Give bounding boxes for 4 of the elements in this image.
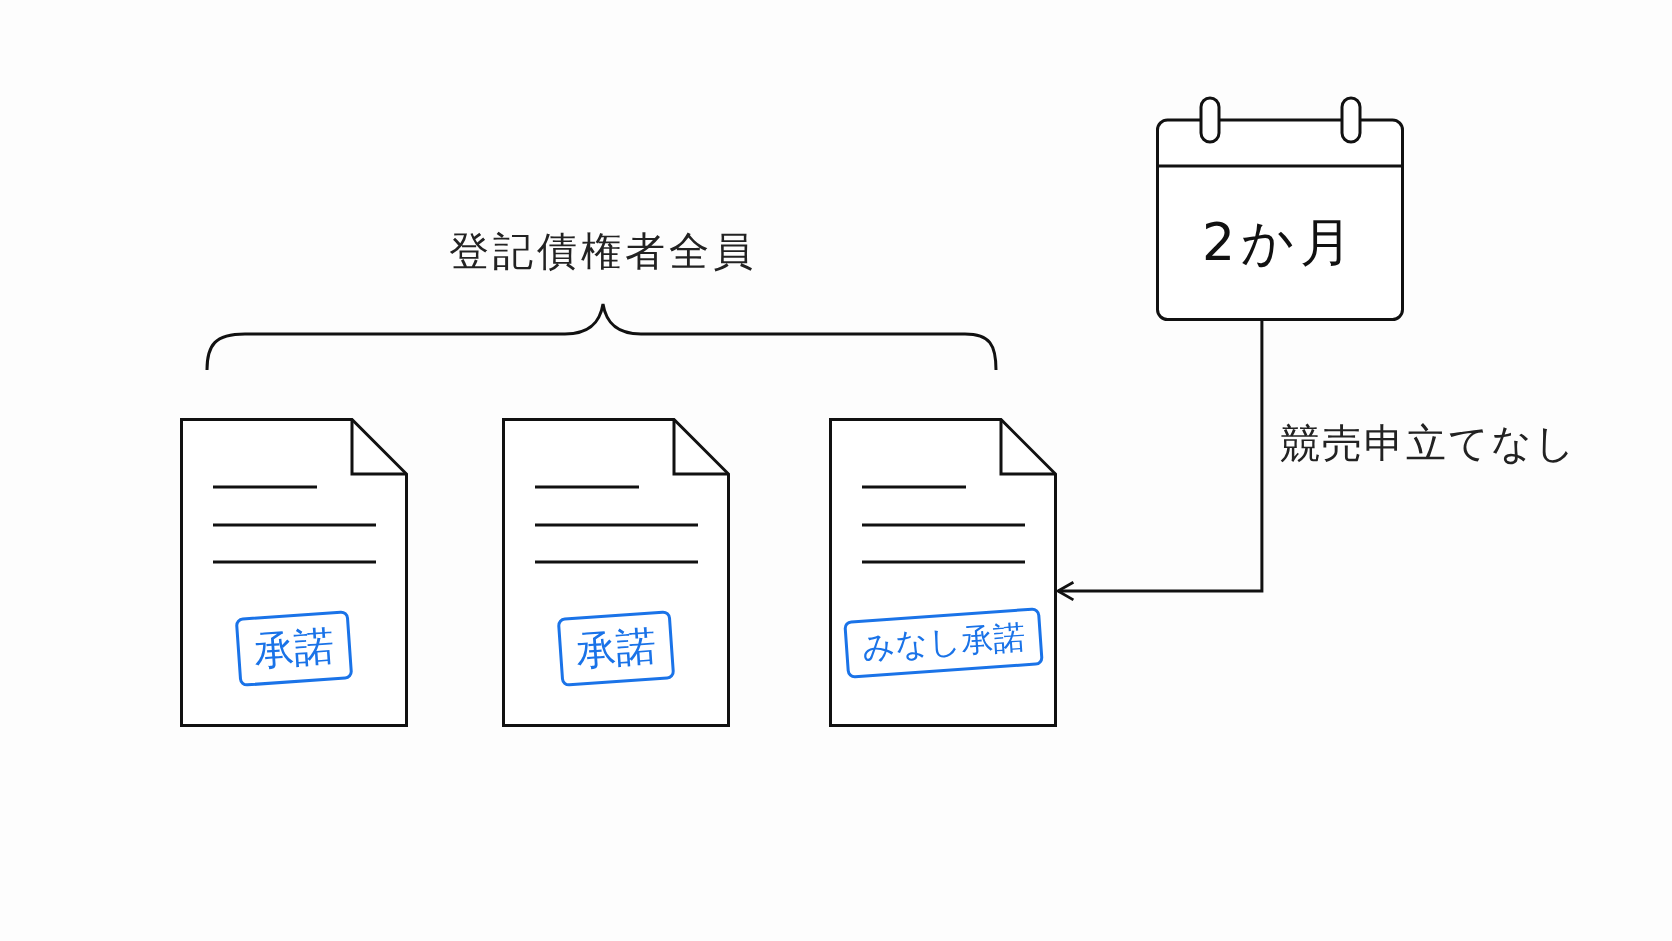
- edge-label: 競売申立てなし: [1279, 418, 1577, 468]
- calendar-text: 2か月: [1200, 211, 1360, 274]
- arrow: [1056, 321, 1264, 602]
- group-label: 登記債権者全員: [449, 227, 757, 276]
